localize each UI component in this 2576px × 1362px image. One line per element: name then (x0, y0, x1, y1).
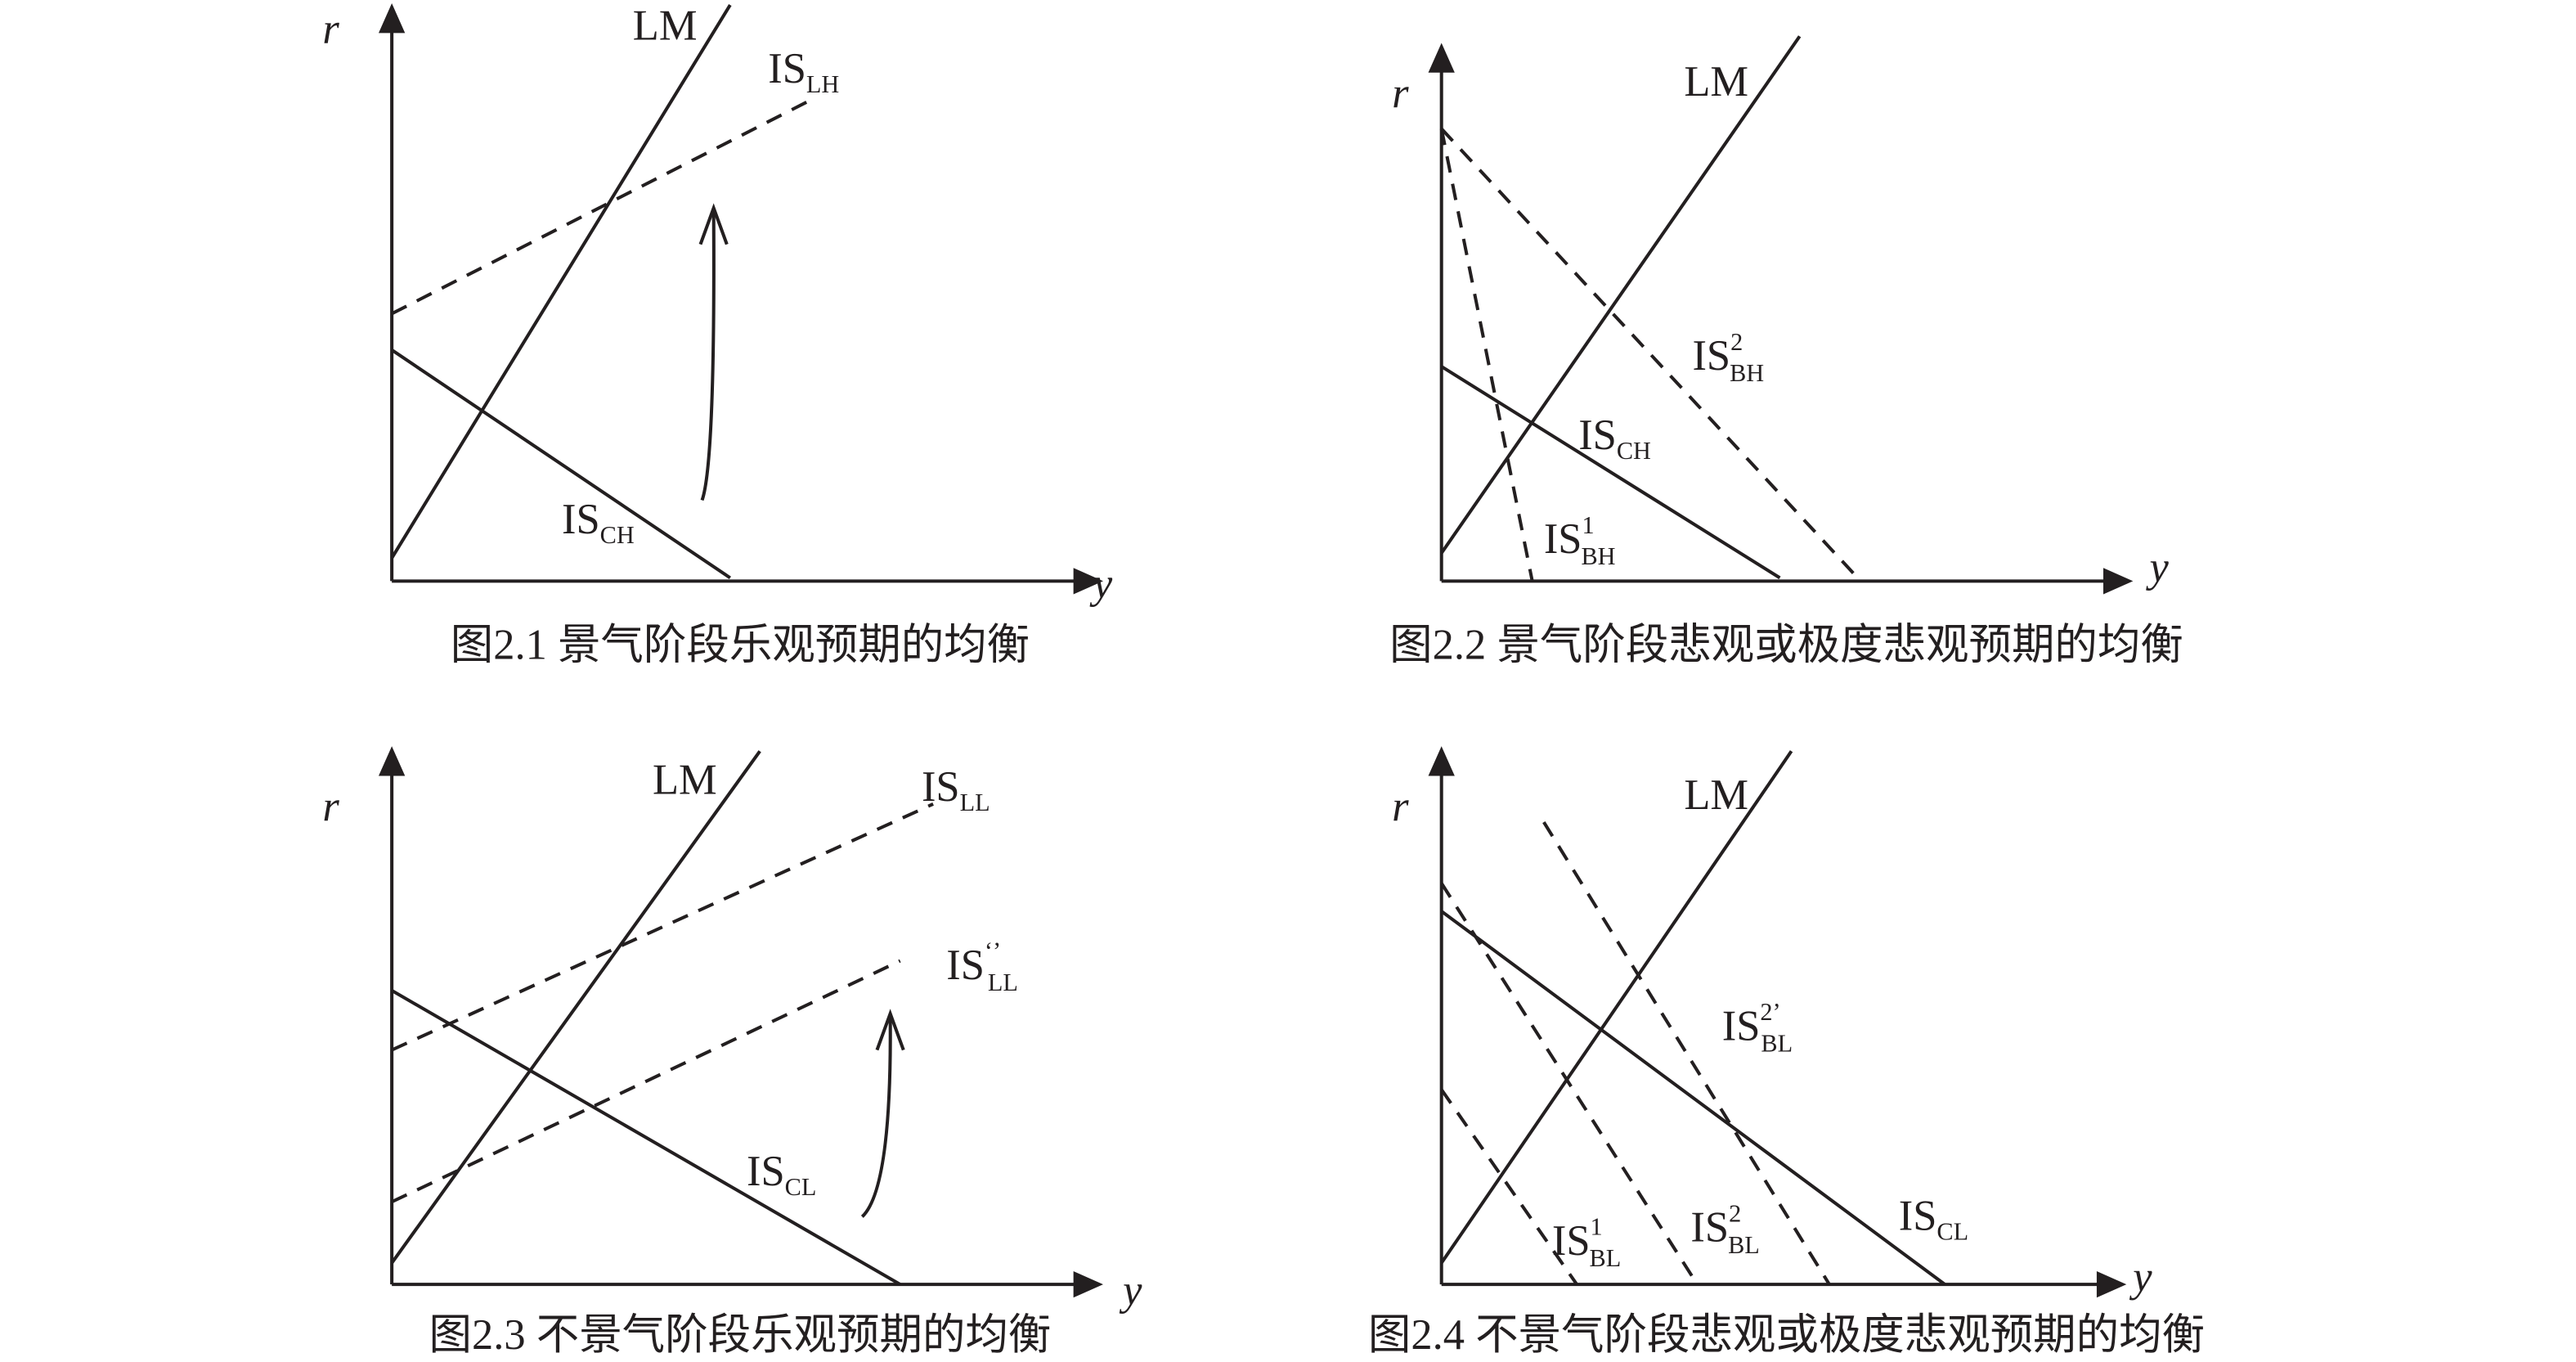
shift-arrow-head-icon (698, 203, 729, 245)
figure-caption: 图2.3 不景气阶段乐观预期的均衡 (429, 1311, 1052, 1359)
curve-label-is-ch: ISCH (562, 496, 635, 549)
shift-arrow-head-icon (875, 1009, 905, 1051)
curve-label-is-cl: ISCL (747, 1148, 816, 1201)
y-axis-label: r (322, 5, 339, 52)
curve-label-is-lh: ISLH (768, 45, 839, 98)
y-axis-arrow-icon (1428, 43, 1455, 73)
curve-label-lm: LM (633, 2, 698, 49)
curve-label-is-cl: ISCL (1899, 1193, 1968, 1246)
is2-bh-curve (1440, 128, 1862, 582)
is-ll-curve (391, 802, 934, 1052)
curve-label-is-ch: ISCH (1578, 411, 1651, 465)
x-axis-label: y (2129, 1253, 2152, 1301)
x-axis-arrow-icon (2096, 1271, 2127, 1298)
is1-bh-curve (1439, 128, 1534, 582)
is1-bl-curve (1440, 1088, 1578, 1286)
x-axis-arrow-icon (1073, 568, 1103, 595)
y-axis-label: r (1392, 70, 1409, 117)
figure-caption: 图2.1 景气阶段乐观预期的均衡 (451, 621, 1030, 668)
lm-curve (390, 750, 761, 1265)
figure-2-3: r y LM ISLL IS‘’LL ISCL 图2.3 不景气阶段乐观预期的均… (322, 746, 1142, 1359)
y-axis-arrow-icon (1428, 746, 1455, 776)
y-axis-arrow-icon (378, 3, 406, 34)
curve-label-lm: LM (1684, 58, 1748, 106)
x-axis-label: y (1119, 1266, 1142, 1314)
shift-arrow (860, 1017, 892, 1218)
y-axis-arrow-icon (378, 746, 406, 776)
is-cl-curve (391, 989, 901, 1286)
lm-curve (390, 4, 732, 560)
is-lh-curve (391, 97, 814, 316)
curve-label-lm: LM (653, 757, 717, 804)
x-axis-label: y (2145, 543, 2169, 591)
lm-curve (1440, 35, 1802, 555)
x-axis-arrow-icon (1073, 1271, 1103, 1298)
is-ll-double-prime-curve (391, 959, 901, 1204)
is2-bl-curve (1439, 882, 1699, 1286)
is-ch-curve (1440, 365, 1781, 580)
figure-2-1: r y LM ISLH ISCH 图2.1 景气阶段乐观预期的均衡 (322, 2, 1112, 668)
is-cl-curve (1440, 910, 1946, 1286)
y-axis-label: r (322, 783, 339, 830)
is-ch-curve (391, 348, 731, 580)
y-axis-label: r (1392, 783, 1409, 830)
figure-caption: 图2.4 不景气阶段悲观或极度悲观预期的均衡 (1368, 1311, 2205, 1359)
shift-arrow (700, 211, 716, 501)
figure-caption: 图2.2 景气阶段悲观或极度悲观预期的均衡 (1389, 621, 2183, 668)
curve-label-is-ll: ISLL (922, 763, 990, 816)
x-axis-label: y (1089, 560, 1113, 608)
curve-label-is-ll-double-prime: IS‘’LL (946, 937, 1018, 996)
x-axis-arrow-icon (2103, 568, 2134, 595)
curve-label-lm: LM (1684, 771, 1748, 819)
curve-label-is2-prime-bl: IS2’BL (1722, 998, 1793, 1057)
is2-prime-bl-curve (1542, 820, 1831, 1286)
lm-curve (1440, 750, 1793, 1265)
